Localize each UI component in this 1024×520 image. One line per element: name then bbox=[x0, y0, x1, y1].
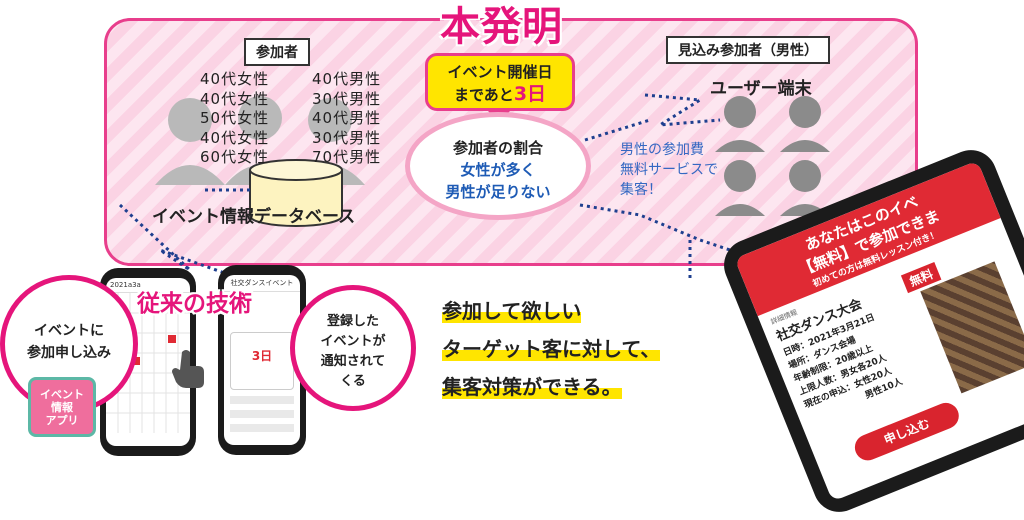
age-item: 30代男性 bbox=[312, 128, 382, 147]
participants-label: 参加者 bbox=[244, 38, 310, 66]
note-line: 無料サービスで bbox=[620, 162, 718, 178]
note-line: 集客！ bbox=[620, 182, 662, 198]
age-item: 40代男性 bbox=[312, 70, 382, 88]
countdown-line2: まであと3日 bbox=[453, 83, 547, 105]
message-line: 集客対策ができる。 bbox=[442, 375, 622, 399]
ratio-female: 女性が多く bbox=[460, 161, 536, 179]
list-item bbox=[230, 396, 294, 404]
free-service-note: 男性の参加費 無料サービスで 集客！ bbox=[620, 140, 718, 200]
ratio-ellipse: 参加者の割合 女性が多く 男性が足りない bbox=[405, 112, 591, 220]
ages-male-column: 40代男性 30代男性 40代男性 30代男性 70代男性 bbox=[312, 70, 381, 168]
conventional-label: 従来の技術 bbox=[137, 291, 252, 317]
list-item bbox=[230, 410, 294, 418]
apply-button[interactable]: 申し込む bbox=[850, 398, 963, 465]
database-label: イベント情報データベース bbox=[152, 207, 356, 227]
age-item: 30代男性 bbox=[312, 89, 382, 108]
notify-line: 通知されて bbox=[320, 354, 386, 369]
age-item: 40代女性 bbox=[200, 70, 270, 88]
prospect-silhouettes bbox=[715, 96, 830, 216]
message-line: ターゲット客に対して、 bbox=[442, 337, 661, 361]
notify-line: 登録した bbox=[326, 314, 379, 329]
title: 本発明 bbox=[440, 4, 563, 50]
notification-screen: 社交ダンスイベント 3日 bbox=[224, 275, 300, 445]
age-item: 40代女性 bbox=[200, 89, 270, 108]
notify-line: イベントが bbox=[320, 334, 386, 349]
app-label-line: アプリ bbox=[45, 414, 79, 427]
notification-card: 3日 bbox=[230, 332, 294, 390]
hand-pointer-icon bbox=[172, 350, 204, 388]
list-item bbox=[230, 424, 294, 432]
app-label-line: イベント bbox=[40, 388, 84, 401]
countdown-bubble: イベント開催日 まであと3日 bbox=[425, 53, 575, 111]
age-item: 60代女性 bbox=[200, 148, 270, 166]
signup-line: 参加申し込み bbox=[27, 345, 111, 361]
notification-header: 社交ダンスイベント bbox=[224, 275, 300, 292]
dotted-connectors bbox=[118, 93, 761, 280]
signup-line: イベントに bbox=[34, 323, 104, 339]
ages-female-column: 40代女性 40代女性 50代女性 40代女性 60代女性 bbox=[200, 70, 269, 168]
event-app-icon[interactable]: イベント 情報 アプリ bbox=[28, 377, 96, 437]
age-item: 70代男性 bbox=[312, 148, 382, 166]
age-item: 40代女性 bbox=[200, 128, 270, 147]
notify-circle: 登録した イベントが 通知されて くる bbox=[290, 285, 416, 411]
age-item: 40代男性 bbox=[312, 109, 382, 127]
countdown-days: 3日 bbox=[513, 83, 547, 105]
calendar-header: 2021a3a bbox=[106, 278, 190, 293]
notification-days: 3日 bbox=[251, 349, 273, 363]
ratio-male: 男性が足りない bbox=[445, 183, 551, 201]
notify-line: くる bbox=[340, 374, 366, 389]
benefit-message: 参加して欲しい ターゲット客に対して、 集客対策ができる。 bbox=[442, 292, 661, 406]
prospects-label: 見込み参加者（男性） bbox=[666, 36, 830, 64]
user-terminal-label: ユーザー端末 bbox=[710, 79, 812, 99]
note-line: 男性の参加費 bbox=[620, 142, 704, 158]
age-item: 50代女性 bbox=[200, 109, 270, 127]
ratio-heading: 参加者の割合 bbox=[452, 139, 543, 157]
countdown-line1: イベント開催日 bbox=[447, 63, 553, 81]
database-icon bbox=[249, 159, 343, 227]
message-line: 参加して欲しい bbox=[442, 299, 582, 323]
app-label-line: 情報 bbox=[51, 401, 73, 414]
